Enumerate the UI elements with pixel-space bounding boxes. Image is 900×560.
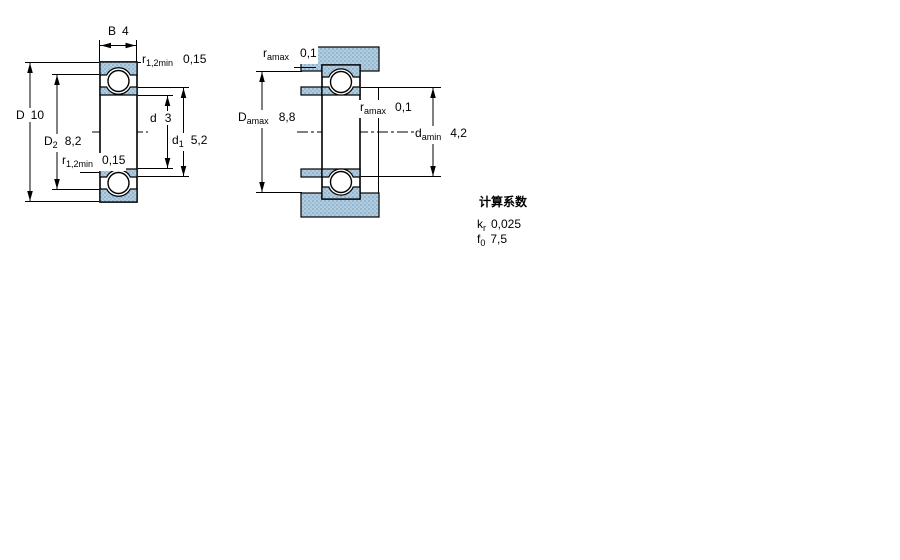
shaft-shoulder-bottom [300,168,323,178]
arrow-bore-bottom [164,158,171,168]
arrow-damin-top [430,88,436,98]
arrow-damax-top [259,72,265,82]
arrow-damin-bottom [430,166,436,176]
main-view [25,40,189,203]
arrow-d1-bottom [180,166,187,176]
arrow-b-right [125,42,136,49]
outer-ring-top-mounted [321,64,361,78]
inner-ring-top-mounted [321,86,361,96]
inner-ring-top [99,86,138,96]
ball-top [107,69,130,93]
outer-ring-bottom [99,188,138,203]
ball-bottom-mounted [329,170,353,194]
mounting-view [256,46,450,218]
outer-ring-bottom-mounted [321,186,361,200]
arrow-d-outer-bottom [27,191,33,201]
ball-top-mounted [329,70,353,94]
arrow-d2-bottom [54,179,60,189]
ball-bottom [107,171,130,195]
arrow-d1-top [180,88,187,98]
arrow-d-outer-top [27,63,33,73]
inner-ring-bottom-mounted [321,168,361,178]
calculation-factors-title: 计算系数 [478,195,529,209]
arrow-d2-top [54,75,60,85]
arrow-damax-bottom [259,182,265,192]
shaft-shoulder-top [300,86,323,96]
arrow-bore-top [164,96,171,106]
arrow-b-left [101,42,111,49]
outer-ring-top [99,61,138,76]
